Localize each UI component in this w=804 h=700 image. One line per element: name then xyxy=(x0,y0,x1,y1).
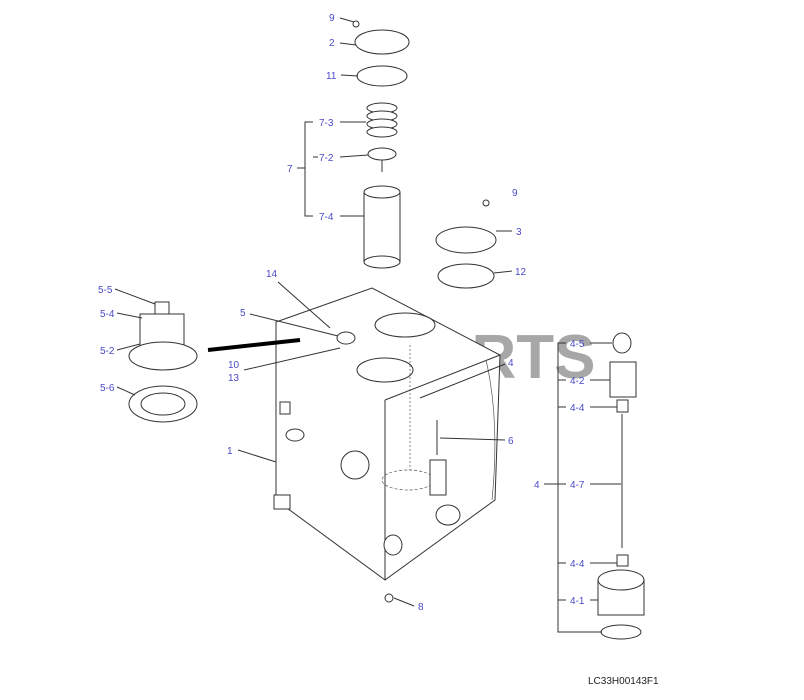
cover-assembly xyxy=(352,20,497,289)
callout-6: 6 xyxy=(508,436,514,447)
callout-4-5: 4-5 xyxy=(570,339,585,350)
callout-4-7: 4-7 xyxy=(570,480,585,491)
callout-4-4-upper: 4-4 xyxy=(570,403,585,414)
o-ring-12 xyxy=(437,263,495,289)
callout-4-4-lower: 4-4 xyxy=(570,559,585,570)
callout-9-top: 9 xyxy=(329,13,335,24)
callout-7: 7 xyxy=(287,164,293,175)
bolt-9-side xyxy=(482,199,490,207)
o-ring-11 xyxy=(356,65,408,87)
callout-8: 8 xyxy=(418,602,424,613)
hydraulic-tank-1 xyxy=(273,287,501,603)
callout-7-4: 7-4 xyxy=(319,212,334,223)
breather-5 xyxy=(336,331,356,345)
callout-4-2: 4-2 xyxy=(570,376,585,387)
leader-lines xyxy=(114,17,621,633)
cover-plate-2 xyxy=(354,29,410,55)
callout-4-assembly: 4 xyxy=(534,480,540,491)
callout-labels: 9 2 11 7-3 7-2 7 7-4 9 3 12 14 5 5-5 5-4… xyxy=(98,13,659,687)
callout-1: 1 xyxy=(227,446,233,457)
callout-5-2: 5-2 xyxy=(100,346,115,357)
callout-5-4: 5-4 xyxy=(100,309,115,320)
callout-5: 5 xyxy=(240,308,246,319)
drawing-code: LC33H00143F1 xyxy=(588,676,659,687)
filter-element-7-4 xyxy=(363,185,401,269)
spring-7-3 xyxy=(366,102,398,138)
bolt-9-top xyxy=(352,20,360,28)
callout-14: 14 xyxy=(266,269,278,280)
callout-7-2: 7-2 xyxy=(319,153,334,164)
callout-2: 2 xyxy=(329,38,335,49)
drain-plug-8 xyxy=(384,593,394,603)
valve-7-2 xyxy=(367,147,397,161)
callout-3: 3 xyxy=(516,227,522,238)
callout-5-5: 5-5 xyxy=(98,285,113,296)
return-filter-4 xyxy=(597,332,645,640)
callout-9-side: 9 xyxy=(512,188,518,199)
callout-13: 13 xyxy=(228,373,240,384)
callout-12: 12 xyxy=(515,267,527,278)
cover-plate-3 xyxy=(435,226,497,254)
callout-5-6: 5-6 xyxy=(100,383,115,394)
callout-4-1: 4-1 xyxy=(570,596,585,607)
callout-10: 10 xyxy=(228,360,240,371)
suction-strainer-5 xyxy=(128,301,301,423)
callout-11: 11 xyxy=(326,71,337,82)
callout-4-tank: 4 xyxy=(508,358,514,369)
callout-7-3: 7-3 xyxy=(319,118,334,129)
